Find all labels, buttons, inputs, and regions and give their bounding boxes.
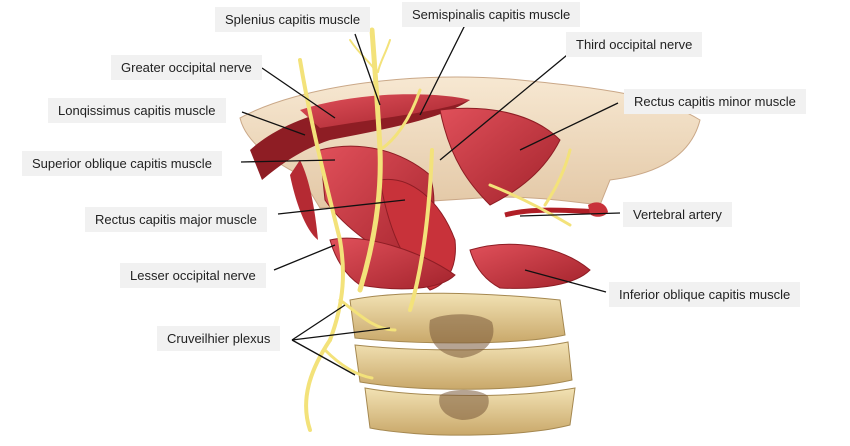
cervical-vertebrae — [349, 292, 576, 436]
leader-lines — [240, 24, 621, 376]
label-greater-occipital-nerve: Greater occipital nerve — [111, 55, 262, 80]
label-superior-oblique-capitis: Superior oblique capitis muscle — [22, 151, 222, 176]
label-rectus-capitis-major: Rectus capitis major muscle — [85, 207, 267, 232]
label-lesser-occipital-nerve: Lesser occipital nerve — [120, 263, 266, 288]
label-splenius-capitis: Splenius capitis muscle — [215, 7, 371, 32]
label-longissimus-capitis: Lonqissimus capitis muscle — [48, 98, 226, 123]
label-semispinalis-capitis: Semispinalis capitis muscle — [402, 2, 581, 27]
label-rectus-capitis-minor: Rectus capitis minor muscle — [624, 89, 806, 114]
nerves — [298, 27, 572, 432]
label-cruveilhier-plexus: Cruveilhier plexus — [157, 326, 281, 351]
label-third-occipital-nerve: Third occipital nerve — [566, 32, 703, 57]
label-inferior-oblique-capitis: Inferior oblique capitis muscle — [609, 282, 801, 307]
label-vertebral-artery: Vertebral artery — [623, 202, 732, 227]
